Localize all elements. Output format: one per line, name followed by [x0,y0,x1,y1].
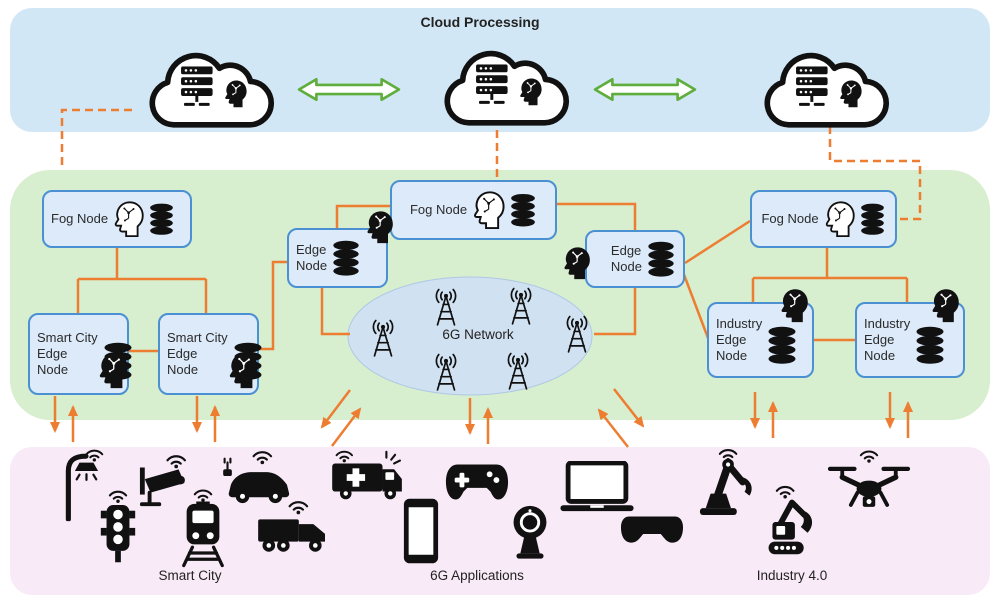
edgeright-fogright-line [684,219,751,265]
6g-network-label: 6G Network [442,327,514,342]
cloud-server-ai-icon [130,40,290,138]
database-icon [914,326,946,364]
laptop-icon [558,461,636,513]
node-label: Edge Node [610,243,642,274]
ai-head-outline-icon [471,191,505,230]
node-label: Fog Node [761,211,819,227]
ai-head-icon [96,352,129,390]
cloud-server-ai-icon [425,38,585,136]
cloud-server-ai-icon [745,40,905,138]
fog-node-right: Fog Node [750,190,897,248]
webcam-icon [508,503,552,563]
diagonal-up-arrow [331,407,362,447]
traffic-light-icon [97,487,139,565]
database-icon [859,203,886,235]
industry-4-0-label: Industry 4.0 [756,568,828,583]
cloud3-fog-dashed-line [828,126,922,221]
cloud1-fog-dashed-line [60,108,132,170]
edgeright-network-line [594,288,637,336]
fog-left-branch-line [76,248,208,313]
robot-arm-icon [698,446,762,518]
cloud-sync-arrow-icon [593,77,697,102]
ai-head-icon [561,246,591,281]
node-label: Edge Node [296,242,328,273]
ai-head-outline-icon [112,201,144,238]
diagram-title: Cloud Processing [420,14,540,30]
diagonal-down-arrow [613,388,645,428]
dashed-cloud-links [60,108,922,221]
database-icon [148,203,175,235]
node-label: Fog Node [409,202,468,218]
vr-headset-icon [620,513,684,551]
node-label: Fog Node [51,211,109,227]
database-icon [646,241,676,277]
edge-node-right: Edge Node [585,230,685,288]
band-exchange-arrows [50,388,913,448]
database-icon [509,193,537,227]
diagonal-down-arrow [320,389,351,429]
node-label: Industry Edge Node [864,316,911,363]
fog-right-branch-line [751,248,909,302]
fog-node-center: Fog Node [390,180,557,240]
cloud-sync-arrow-icon [297,77,401,102]
edgeleft-network-line [320,288,350,336]
smart-city-label: Smart City [158,568,222,583]
smart-truck-icon [256,498,332,560]
ai-head-outline-icon [823,201,855,238]
6g-network-ellipse [347,276,593,396]
fogcenter-edgeright-line [557,202,637,230]
node-label: Smart City Edge Node [37,330,98,377]
diagonal-up-arrow [597,408,629,448]
solid-connectors [76,202,909,353]
ai-head-icon [929,288,960,324]
6g-applications-label: 6G Applications [430,568,524,583]
fog-node-left: Fog Node [42,190,192,248]
database-icon [331,240,361,276]
edgeright-industry1-line [681,271,710,339]
node-label: Smart City Edge Node [167,330,228,377]
edgeleft-fogcenter-line [335,204,390,228]
excavator-icon [760,483,822,565]
smartcity2-edge-line [259,260,287,351]
smartphone-icon [402,496,440,566]
node-label: Industry Edge Node [716,316,763,363]
drone-icon [826,446,912,518]
ai-head-icon [364,210,394,245]
ai-head-icon [778,288,809,324]
database-icon [766,326,798,364]
ambulance-icon [330,448,406,508]
ai-head-icon [226,352,259,390]
edge-node-left: Edge Node [287,228,388,288]
game-controller-icon [444,460,510,506]
